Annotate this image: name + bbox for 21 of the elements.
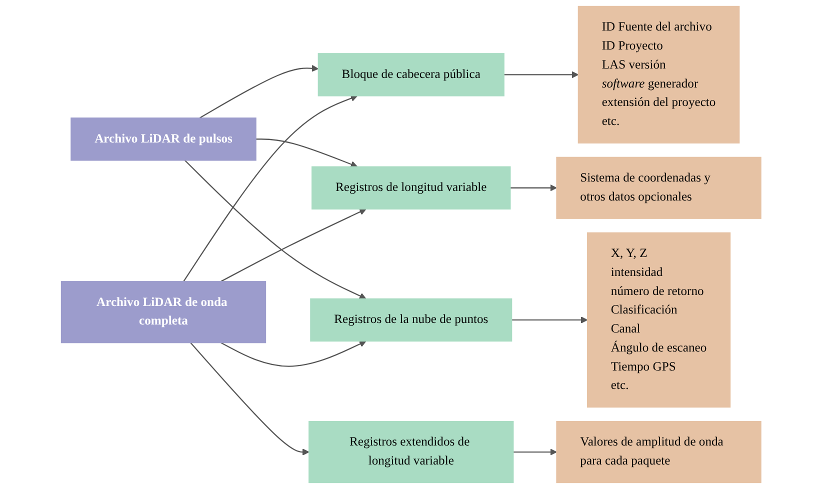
node-box: Valores de amplitud de onda para cada paquete xyxy=(556,420,762,484)
node-box: ID Fuente del archivo ID Proyecto LAS versión software generador extensión del proyecto etc. xyxy=(578,6,740,144)
node-box: X, Y, Z intensidad número de retorno Clasificación Canal Ángulo de escaneo Tiempo GPS etc. xyxy=(586,232,730,408)
node-box: Archivo LiDAR de pulsos xyxy=(70,118,256,161)
arrow xyxy=(513,448,557,456)
arrow xyxy=(512,316,588,324)
node-box: Registros extendidos de longitud variable xyxy=(308,420,514,484)
node-box: Registros de la nube de puntos xyxy=(310,298,512,342)
node-box: Archivo LiDAR de onda completa xyxy=(60,281,266,344)
arrow xyxy=(220,340,366,367)
node-box: Registros de longitud variable xyxy=(311,166,511,210)
arrow xyxy=(190,342,310,456)
arrow xyxy=(510,184,557,192)
arrow xyxy=(256,138,358,168)
arrow xyxy=(199,64,318,118)
node-box: Bloque de cabecera pública xyxy=(318,53,504,96)
arrow xyxy=(220,208,366,282)
node-box: Sistema de coordenadas y otros datos opcionales xyxy=(556,156,762,219)
arrow xyxy=(184,160,366,300)
arrow xyxy=(504,71,578,78)
arrow xyxy=(182,94,358,282)
